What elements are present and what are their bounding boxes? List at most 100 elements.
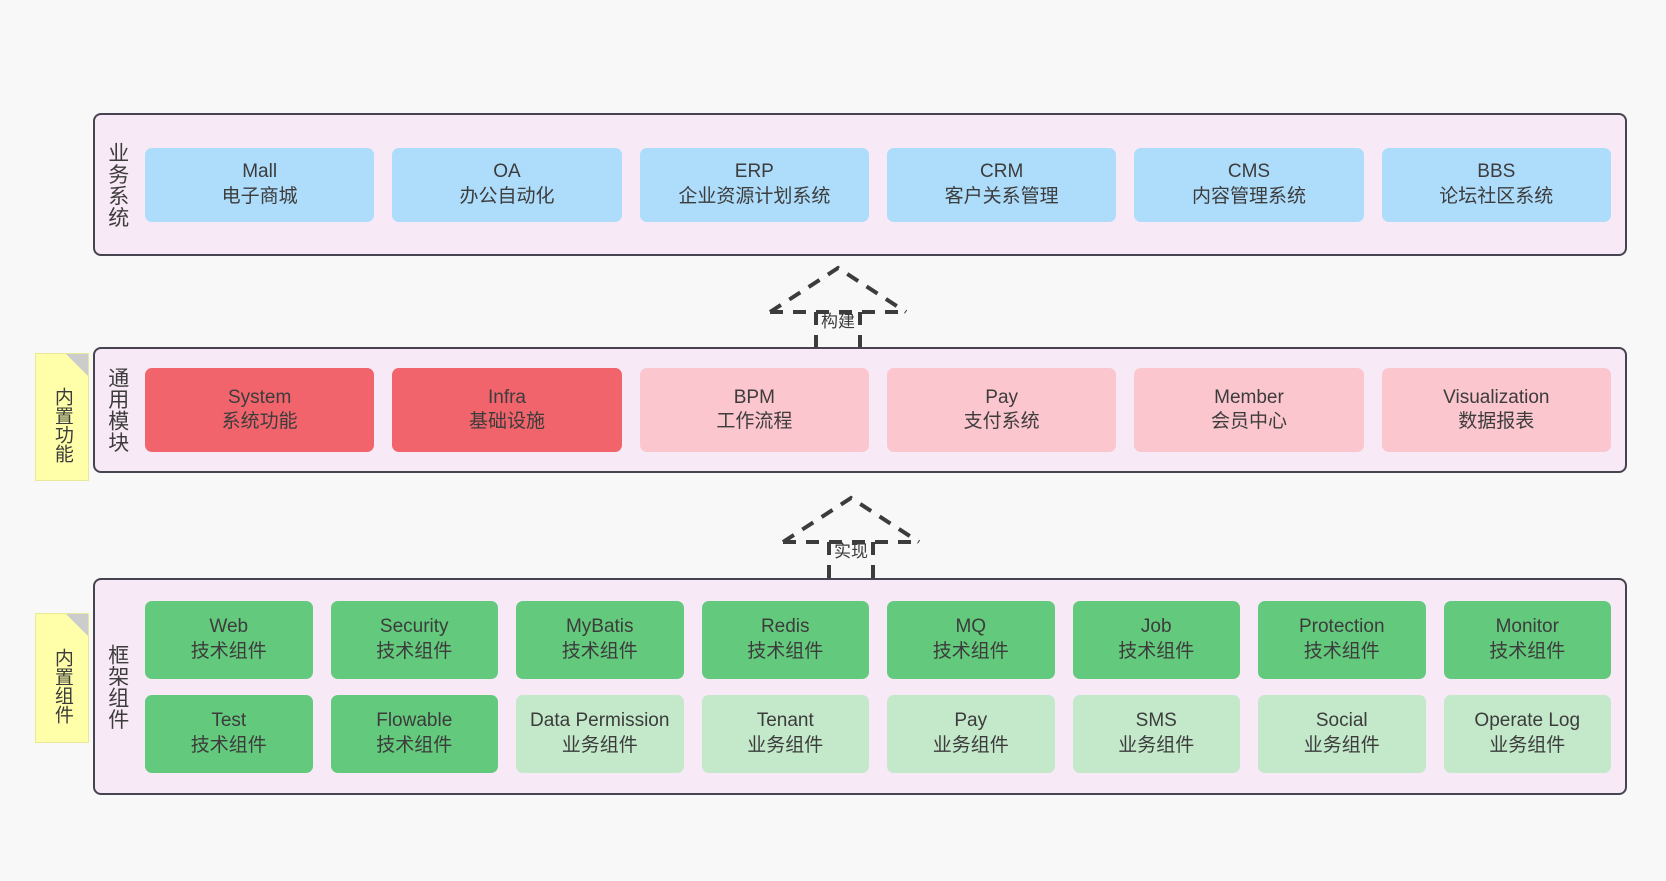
framework-card-social[interactable]: Social 业务组件	[1258, 694, 1426, 773]
card-title: Monitor	[1495, 616, 1559, 638]
card-subtitle: 内容管理系统	[1191, 185, 1306, 207]
note-text: 内置功能	[51, 387, 73, 463]
business-card-oa[interactable]: OA 办公自动化	[392, 147, 622, 222]
card-subtitle: 数据报表	[1458, 411, 1535, 432]
card-subtitle: 技术组件	[190, 734, 267, 756]
module-card-visualization[interactable]: Visualization 数据报表	[1381, 368, 1611, 452]
card-title: BBS	[1477, 161, 1516, 183]
card-title: MyBatis	[565, 616, 634, 638]
layer-body-framework-components: Web 技术组件 Security 技术组件 MyBatis 技术组件 Redi…	[139, 580, 1625, 793]
card-title: CRM	[980, 161, 1024, 183]
card-title: CMS	[1227, 161, 1271, 183]
card-subtitle: 业务组件	[561, 734, 638, 756]
card-subtitle: 技术组件	[1303, 640, 1380, 662]
card-subtitle: 业务组件	[1489, 734, 1566, 756]
module-card-member[interactable]: Member 会员中心	[1134, 368, 1364, 452]
card-subtitle: 业务组件	[932, 734, 1009, 756]
framework-card-protection[interactable]: Protection 技术组件	[1258, 600, 1426, 679]
note-text: 内置组件	[51, 648, 73, 724]
framework-card-test[interactable]: Test 技术组件	[145, 694, 313, 773]
card-title: Visualization	[1443, 386, 1550, 408]
business-card-bbs[interactable]: BBS 论坛社区系统	[1381, 147, 1611, 222]
card-subtitle: 技术组件	[561, 640, 638, 662]
card-title: Test	[211, 710, 247, 732]
card-subtitle: 电子商城	[221, 185, 298, 207]
connector-realize-label: 实现	[834, 542, 868, 561]
card-title: System	[227, 386, 292, 408]
card-subtitle: 技术组件	[376, 640, 453, 662]
note-builtin-component: 内置组件	[35, 613, 89, 743]
card-subtitle: 技术组件	[932, 640, 1009, 662]
connector-build-label: 构建	[821, 312, 855, 331]
framework-card-job[interactable]: Job 技术组件	[1072, 600, 1240, 679]
module-card-infra[interactable]: Infra 基础设施	[392, 368, 622, 452]
card-title: Social	[1315, 710, 1368, 732]
card-title: Pay	[985, 386, 1019, 408]
framework-card-pay[interactable]: Pay 业务组件	[887, 694, 1055, 773]
card-title: Mall	[242, 161, 278, 183]
framework-card-data-permission[interactable]: Data Permission 业务组件	[516, 694, 684, 773]
framework-card-redis[interactable]: Redis 技术组件	[701, 600, 869, 679]
layer-body-business-systems: Mall 电子商城 OA 办公自动化 ERP 企业资源计划系统 CRM 客户关系…	[139, 115, 1625, 254]
card-title: Redis	[760, 616, 810, 638]
framework-card-tenant[interactable]: Tenant 业务组件	[701, 694, 869, 773]
card-title: Security	[379, 616, 449, 638]
card-subtitle: 支付系统	[963, 411, 1040, 432]
layer-framework-components: 框架组件 Web 技术组件 Security 技术组件 MyBatis 技术组件…	[93, 578, 1627, 795]
card-subtitle: 工作流程	[716, 411, 793, 432]
card-subtitle: 会员中心	[1210, 411, 1287, 432]
card-title: OA	[493, 161, 521, 183]
module-card-row: System 系统功能 Infra 基础设施 BPM 工作流程 Pay 支付系统…	[145, 368, 1611, 452]
card-title: MQ	[955, 616, 987, 638]
card-subtitle: 客户关系管理	[944, 185, 1059, 207]
business-card-cms[interactable]: CMS 内容管理系统	[1134, 147, 1364, 222]
card-title: Member	[1214, 386, 1284, 408]
framework-card-operate-log[interactable]: Operate Log 业务组件	[1443, 694, 1611, 773]
card-title: Infra	[487, 386, 526, 408]
business-card-row: Mall 电子商城 OA 办公自动化 ERP 企业资源计划系统 CRM 客户关系…	[145, 147, 1611, 222]
layer-body-common-modules: System 系统功能 Infra 基础设施 BPM 工作流程 Pay 支付系统…	[139, 349, 1625, 471]
framework-card-monitor[interactable]: Monitor 技术组件	[1443, 600, 1611, 679]
framework-card-flowable[interactable]: Flowable 技术组件	[330, 694, 498, 773]
framework-tech-row: Web 技术组件 Security 技术组件 MyBatis 技术组件 Redi…	[145, 600, 1611, 679]
card-title: Flowable	[376, 710, 453, 732]
business-card-crm[interactable]: CRM 客户关系管理	[886, 147, 1117, 222]
layer-common-modules: 通用模块 System 系统功能 Infra 基础设施 BPM 工作流程 Pay…	[93, 347, 1627, 473]
module-card-pay[interactable]: Pay 支付系统	[886, 368, 1117, 452]
framework-card-mq[interactable]: MQ 技术组件	[887, 600, 1055, 679]
card-title: Operate Log	[1474, 710, 1581, 732]
card-subtitle: 技术组件	[190, 640, 267, 662]
layer-label-common-modules: 通用模块	[105, 367, 129, 453]
card-title: Tenant	[756, 710, 814, 732]
layer-label-framework-components: 框架组件	[105, 643, 129, 730]
module-card-bpm[interactable]: BPM 工作流程	[639, 368, 869, 452]
card-subtitle: 企业资源计划系统	[678, 185, 831, 207]
card-title: Data Permission	[530, 710, 670, 732]
card-subtitle: 办公自动化	[459, 185, 555, 207]
card-subtitle: 技术组件	[1489, 640, 1566, 662]
module-card-system[interactable]: System 系统功能	[145, 368, 375, 452]
card-title: Job	[1140, 616, 1172, 638]
connector-build: 构建	[762, 262, 914, 358]
framework-card-web[interactable]: Web 技术组件	[145, 600, 313, 679]
note-builtin-function: 内置功能	[35, 353, 89, 481]
card-title: ERP	[734, 161, 774, 183]
framework-business-row: Test 技术组件 Flowable 技术组件 Data Permission …	[145, 694, 1611, 773]
business-card-mall[interactable]: Mall 电子商城	[145, 147, 375, 222]
framework-card-security[interactable]: Security 技术组件	[330, 600, 498, 679]
card-subtitle: 技术组件	[376, 734, 453, 756]
card-subtitle: 技术组件	[1118, 640, 1195, 662]
connector-realize: 实现	[775, 492, 927, 588]
page-fold-icon	[66, 354, 88, 376]
card-title: BPM	[733, 386, 775, 408]
framework-card-sms[interactable]: SMS 业务组件	[1072, 694, 1240, 773]
card-title: Protection	[1298, 616, 1385, 638]
layer-label-business-systems: 业务系统	[105, 141, 129, 228]
framework-card-mybatis[interactable]: MyBatis 技术组件	[516, 600, 684, 679]
layer-business-systems: 业务系统 Mall 电子商城 OA 办公自动化 ERP 企业资源计划系统 CRM…	[93, 113, 1627, 256]
card-title: Web	[209, 616, 249, 638]
business-card-erp[interactable]: ERP 企业资源计划系统	[639, 147, 869, 222]
card-subtitle: 基础设施	[468, 411, 545, 432]
page-fold-icon	[66, 614, 88, 636]
card-subtitle: 业务组件	[1118, 734, 1195, 756]
